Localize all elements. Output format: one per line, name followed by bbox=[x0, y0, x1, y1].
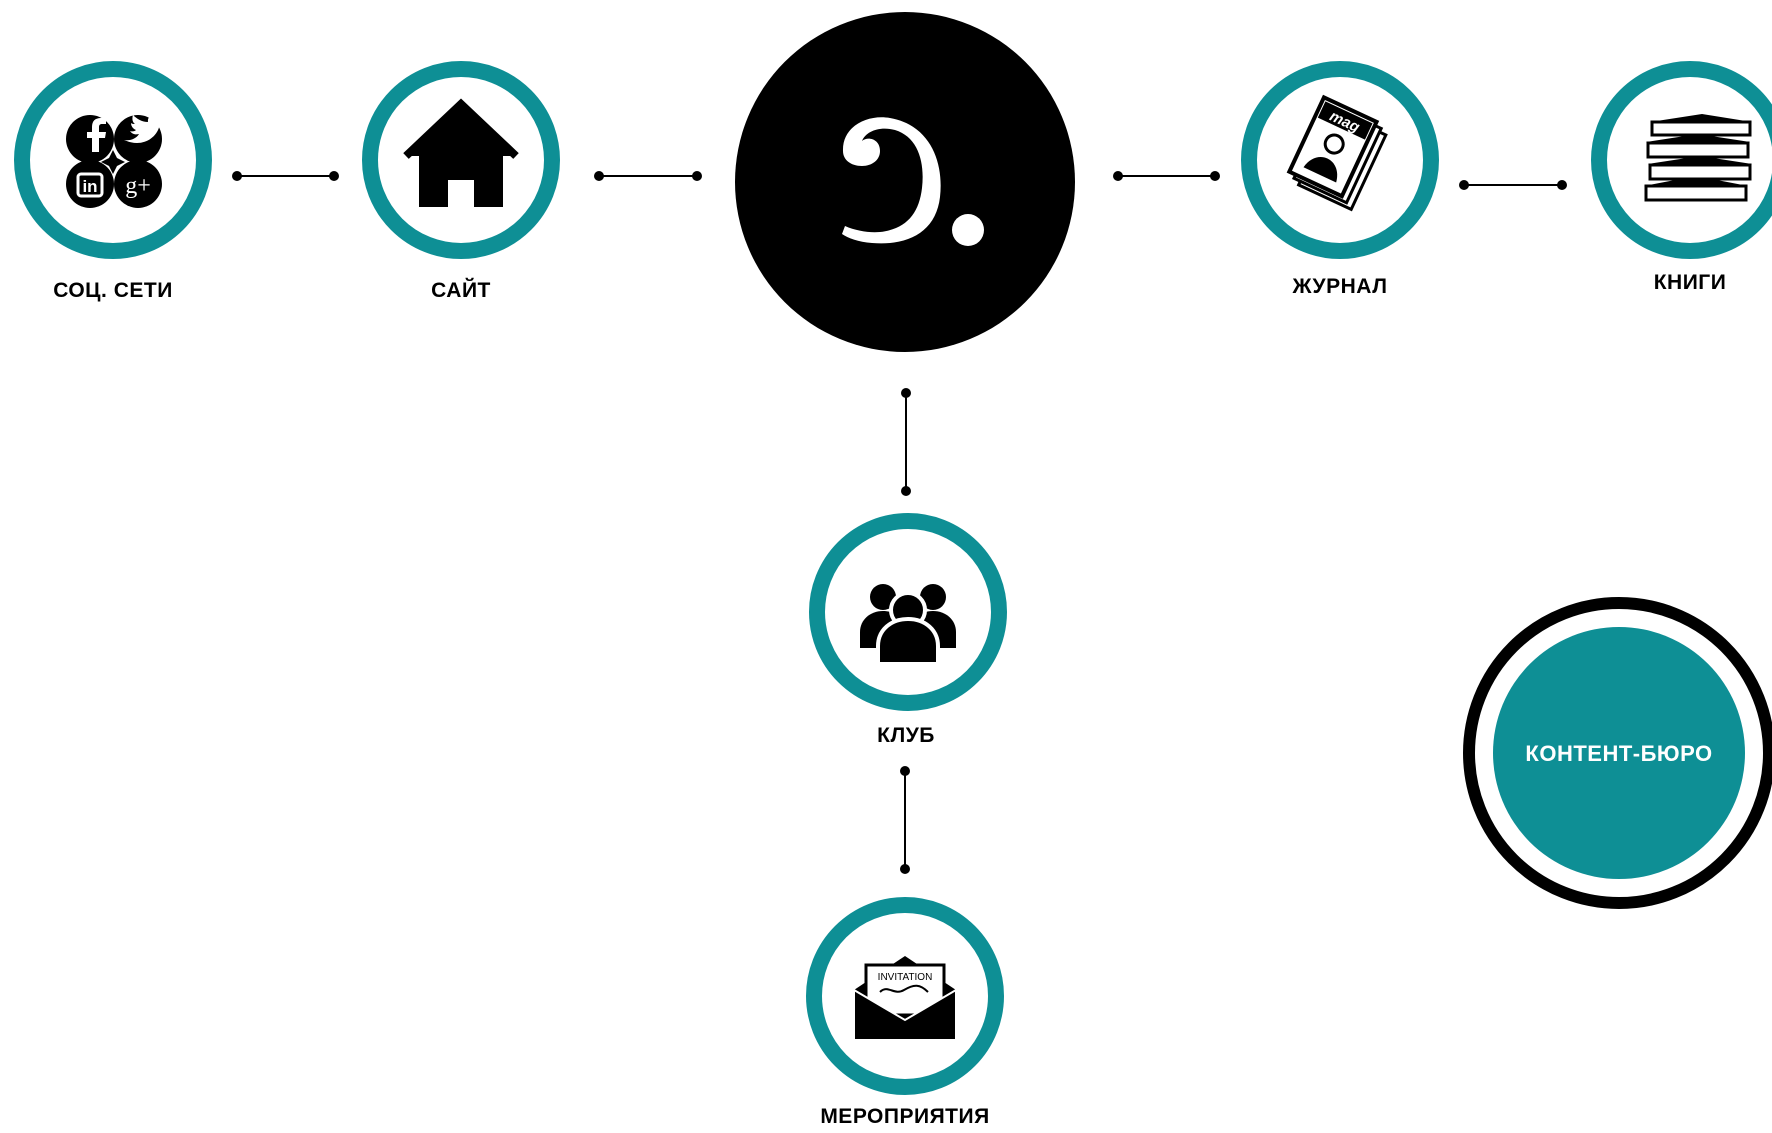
connector-hub-club bbox=[901, 388, 911, 496]
label-events: МЕРОПРИЯТИЯ bbox=[820, 1105, 990, 1128]
people-group-icon bbox=[860, 584, 956, 666]
invitation-card-text: INVITATION bbox=[878, 972, 933, 983]
node-journal: mag bbox=[1241, 61, 1439, 259]
label-bureau: КОНТЕНТ-БЮРО bbox=[1525, 741, 1713, 766]
invitation-envelope-icon: INVITATION bbox=[853, 956, 957, 1041]
connector-journal-books bbox=[1459, 180, 1567, 190]
connector-club-events bbox=[900, 766, 910, 874]
connector-site-hub bbox=[594, 171, 702, 181]
svg-text:in: in bbox=[82, 177, 97, 196]
label-journal: ЖУРНАЛ bbox=[1292, 275, 1388, 298]
node-hub bbox=[735, 12, 1075, 352]
books-icon bbox=[1644, 114, 1752, 202]
social-networks-icon: in g+ bbox=[66, 114, 164, 208]
node-social: in g+ bbox=[14, 61, 212, 259]
node-club bbox=[809, 513, 1007, 711]
connector-hub-journal bbox=[1113, 171, 1220, 181]
svg-text:g+: g+ bbox=[125, 173, 151, 199]
label-social: СОЦ. СЕТИ bbox=[53, 279, 173, 302]
logo-mark bbox=[842, 117, 984, 246]
node-bureau bbox=[1463, 597, 1772, 909]
node-events: INVITATION bbox=[806, 897, 1004, 1095]
label-club: КЛУБ bbox=[877, 724, 935, 747]
label-books: КНИГИ bbox=[1653, 271, 1727, 294]
home-icon bbox=[403, 98, 519, 207]
label-site: САЙТ bbox=[431, 279, 491, 302]
magazine-icon: mag bbox=[1286, 94, 1388, 212]
node-books bbox=[1591, 61, 1772, 259]
node-site bbox=[362, 61, 560, 259]
connector-social-site bbox=[232, 171, 339, 181]
